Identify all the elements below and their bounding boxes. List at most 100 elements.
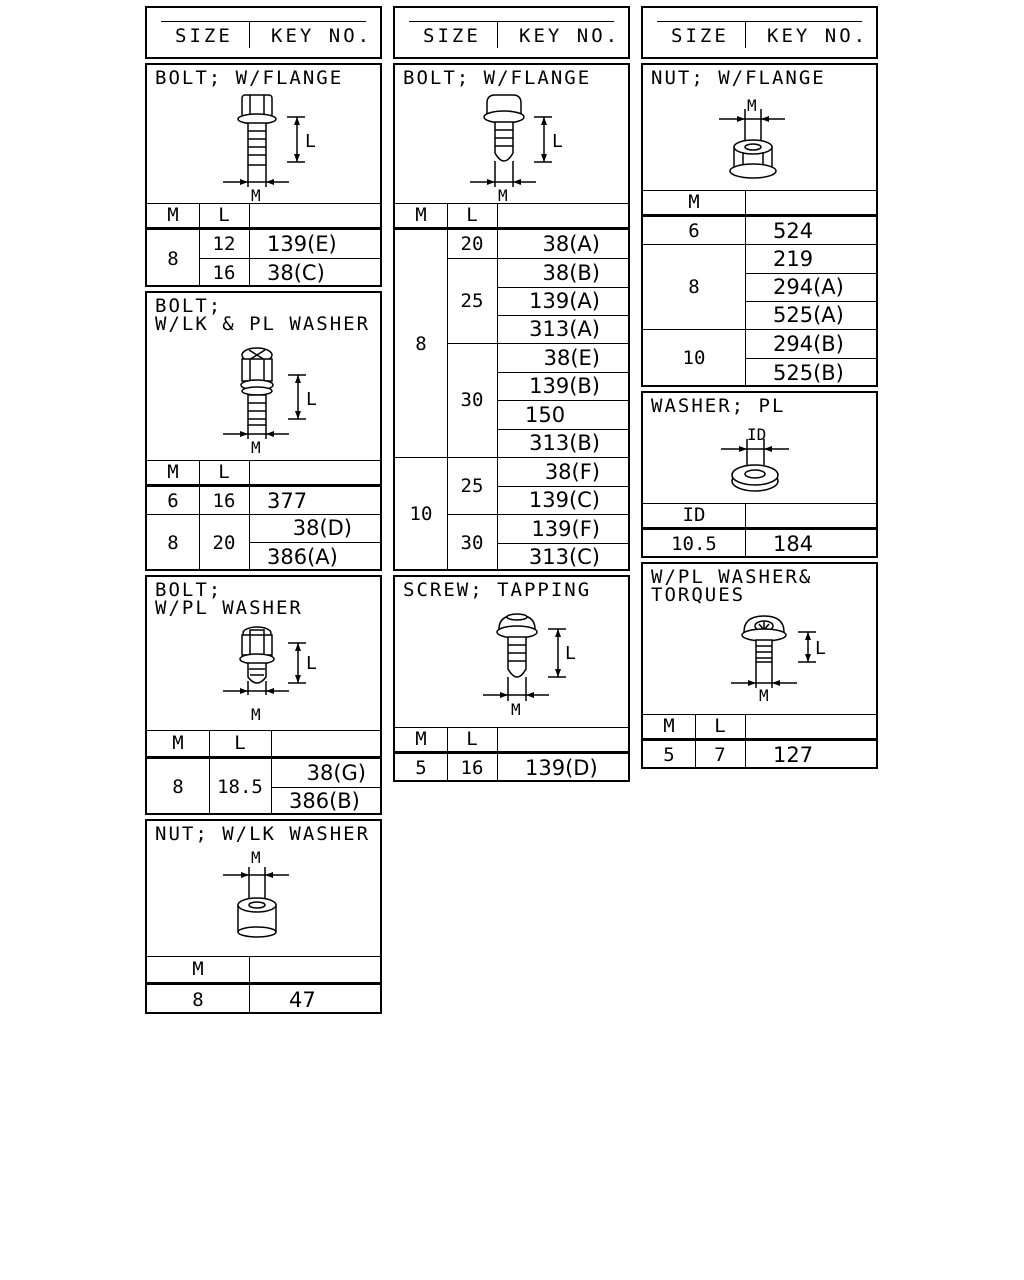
bolt-pl-box: BOLT; W/PL WASHER M L M L 8 18.5 38(G) 3… [145, 575, 382, 815]
cell-key: 294(A) [773, 275, 844, 299]
bolt-flange-icon: M L [470, 94, 563, 205]
bolt-flange-icon: M L [223, 94, 316, 205]
cell-key: 525(B) [773, 360, 844, 385]
col-m: M [688, 191, 700, 213]
spec-table: M L 8 10 20 25 30 25 30 38(A) 38(B) 139(… [395, 203, 628, 571]
spec-table: M L 6 16 377 8 20 38(D) 386(A) [147, 460, 380, 571]
bolt-lk-pl-box: BOLT; W/LK & PL WASHER M L M L 6 16 [145, 291, 382, 571]
part-title: WASHER; PL [651, 395, 786, 417]
cell-key: 313(A) [529, 317, 600, 341]
cell-l: 18.5 [217, 776, 263, 798]
cell-key: 139(A) [529, 289, 600, 313]
cell-m: 10 [682, 347, 706, 369]
dim-m-label: M [251, 848, 261, 867]
cell-l: 7 [714, 744, 726, 766]
col-m: M [415, 204, 427, 226]
part-title: BOLT; W/LK & PL WASHER [155, 295, 371, 335]
col-m: M [172, 732, 184, 754]
cell-key: 38(C) [267, 260, 325, 285]
cell-key: 38(B) [542, 260, 600, 285]
bolt-pl-icon: M L [223, 626, 317, 724]
cell-l: 20 [212, 531, 236, 554]
cell-m: 6 [167, 489, 179, 512]
cell-key: 524 [773, 218, 814, 243]
cell-key: 313(C) [528, 545, 600, 569]
cell-key: 47 [289, 987, 316, 1012]
cell-key: 127 [773, 743, 814, 767]
cell-l: 16 [212, 261, 236, 284]
spec-table: M L 5 16 139(D) [395, 727, 628, 782]
cell-m: 8 [415, 332, 427, 355]
dim-m-label: M [759, 686, 769, 705]
spec-table: ID 10.5 184 [643, 503, 876, 558]
cell-m: 8 [167, 531, 179, 554]
cell-key: 38(E) [543, 345, 600, 370]
cell-key: 139(E) [267, 232, 337, 256]
bolt-flange-box-1: BOLT; W/FLANGE M L M L 8 12 139(E) 16 38… [145, 63, 382, 287]
cell-l: 25 [460, 289, 484, 312]
dim-m-label: M [511, 700, 521, 719]
col-l: L [714, 715, 726, 737]
col-l: L [466, 728, 478, 750]
part-title: NUT; W/LK WASHER [155, 823, 371, 845]
header-col-3: SIZE KEY NO. [641, 6, 878, 59]
washer-pl-box: WASHER; PL ID ID 10.5 184 [641, 391, 878, 558]
dim-l-label: L [305, 131, 316, 152]
cell-key: 184 [773, 532, 814, 556]
cell-key: 38(G) [306, 761, 366, 785]
col-l: L [218, 204, 230, 226]
col-m: M [192, 958, 204, 980]
col-l: L [466, 204, 478, 226]
cell-key: 38(F) [544, 459, 600, 484]
dim-m-label: M [747, 96, 757, 115]
cell-l: 16 [212, 489, 236, 512]
spec-table: M L 5 7 127 [643, 714, 876, 769]
cell-m: 6 [688, 219, 700, 242]
header-key-no: KEY NO. [271, 25, 373, 47]
cell-l: 30 [460, 389, 484, 411]
cell-key: 386(A) [267, 544, 338, 569]
bolt-flange-box-2: BOLT; W/FLANGE M L M L [393, 63, 630, 571]
spec-table: M 6 8 10 524 219 294(A) 525(A) 294(B) 52… [643, 190, 876, 387]
spec-table: M 8 47 [147, 956, 380, 1014]
cell-key: 139(C) [528, 488, 600, 512]
cell-m: 8 [167, 247, 179, 270]
part-title: BOLT; W/PL WASHER [155, 579, 303, 619]
part-title: NUT; W/FLANGE [651, 67, 826, 89]
dim-m-label: M [251, 438, 261, 457]
dim-l-label: L [565, 643, 576, 664]
dim-m-label: M [498, 186, 508, 205]
cell-l: 16 [460, 757, 484, 779]
dim-m-label: M [251, 186, 261, 205]
cell-key: 313(B) [529, 431, 600, 455]
washer-pl-icon: ID [721, 425, 789, 492]
col-m: M [663, 715, 675, 737]
cell-m: 10 [409, 503, 433, 525]
screw-tapping-box: SCREW; TAPPING M L M L 5 16 139(D) [393, 575, 630, 782]
cell-l: 25 [460, 474, 484, 497]
cell-key: 139(F) [531, 516, 600, 541]
cell-key: 139(B) [529, 374, 600, 398]
spec-table: M L 8 12 139(E) 16 38(C) [147, 203, 380, 287]
bolt-lk-pl-icon: M L [223, 347, 317, 457]
dim-id-label: ID [747, 425, 766, 444]
header-size: SIZE [671, 25, 729, 47]
cell-key: 377 [267, 488, 308, 513]
part-title: W/PL WASHER& TORQUES [651, 566, 813, 606]
nut-lk-box: NUT; W/LK WASHER M M 8 47 [145, 819, 382, 1014]
dim-l-label: L [306, 653, 317, 674]
dim-l-label: L [306, 389, 317, 410]
pl-torques-box: W/PL WASHER& TORQUES M L M L 5 7 127 [641, 562, 878, 769]
cell-key: 38(A) [542, 232, 600, 256]
cell-m: 5 [415, 757, 427, 779]
col-l: L [234, 732, 246, 754]
header-size: SIZE [423, 25, 481, 47]
col-id: ID [682, 504, 706, 526]
cell-key: 294(B) [773, 331, 844, 356]
cell-key: 150 [525, 402, 566, 427]
part-title: BOLT; W/FLANGE [155, 67, 344, 89]
cell-m: 8 [172, 776, 184, 798]
part-title: BOLT; W/FLANGE [403, 67, 592, 89]
dim-l-label: L [552, 131, 563, 152]
dim-l-label: L [815, 638, 826, 659]
